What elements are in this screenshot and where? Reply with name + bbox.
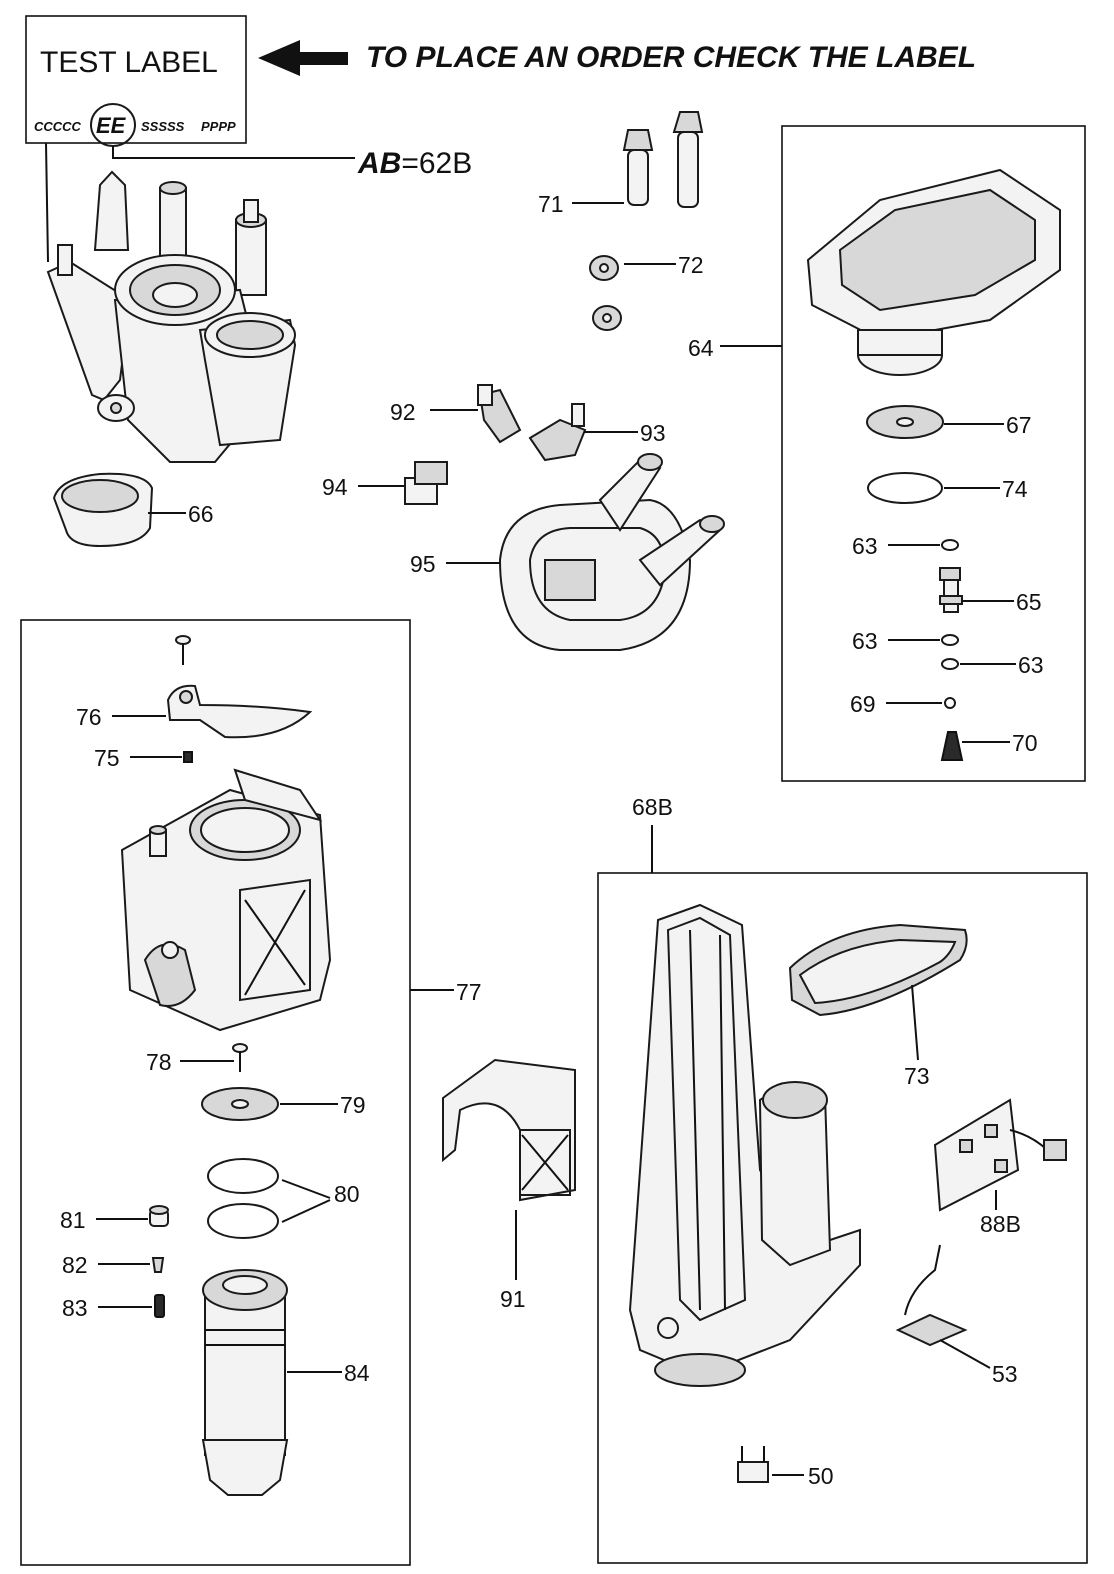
- callout-81: 81: [60, 1207, 86, 1233]
- label-frame: [25, 15, 247, 144]
- part-screw-top: [175, 635, 191, 665]
- test-label-box: TEST LABEL CCCCC EE SSSSS PPPP: [25, 15, 247, 147]
- callout-68B: 68B: [632, 794, 673, 820]
- part-83-spring: [154, 1294, 165, 1318]
- part-75-pin: [183, 751, 193, 763]
- part-66-seal: [52, 472, 154, 548]
- callout-71: 71: [538, 191, 564, 217]
- part-64-cover: [806, 168, 1061, 376]
- part-67-filter: [866, 405, 944, 439]
- group-64-frame: [781, 125, 1086, 782]
- part-82-nozzle: [151, 1257, 165, 1273]
- part-88B-circuit-board: [933, 1098, 1067, 1212]
- part-79-filter-disc: [201, 1087, 279, 1121]
- callout-53: 53: [992, 1361, 1018, 1387]
- part-63-oring-a: [941, 539, 959, 551]
- part-93-switch: [528, 403, 587, 462]
- callout-70: 70: [1012, 730, 1038, 756]
- part-69-ball: [944, 697, 956, 709]
- label-code-right: PPPP: [201, 119, 236, 134]
- part-91-bracket: [442, 1058, 576, 1202]
- callout-67: 67: [1006, 412, 1032, 438]
- callout-64: 64: [688, 335, 714, 361]
- part-50-clip: [737, 1446, 769, 1483]
- callout-78: 78: [146, 1049, 172, 1075]
- label-code-mid: SSSSS: [141, 119, 185, 134]
- label-leader: [45, 142, 49, 263]
- callout-66: 66: [188, 501, 214, 527]
- part-63-oring-b: [941, 634, 959, 646]
- part-73-belt: [788, 923, 968, 1017]
- callout-79: 79: [340, 1092, 366, 1118]
- part-84-cylinder: [201, 1269, 289, 1496]
- callout-94: 94: [322, 474, 348, 500]
- callout-77: 77: [456, 979, 482, 1005]
- part-72-gears: [589, 255, 622, 331]
- brew-unit-assembly: [46, 170, 297, 463]
- callout-91: 91: [500, 1286, 526, 1312]
- part-65-valve: [939, 567, 963, 613]
- callout-75: 75: [94, 745, 120, 771]
- ab-leader: [112, 146, 355, 159]
- callout-50: 50: [808, 1463, 834, 1489]
- callout-72: 72: [678, 252, 704, 278]
- callout-82: 82: [62, 1252, 88, 1278]
- part-95-heater: [498, 453, 725, 651]
- callout-63-b: 63: [852, 628, 878, 654]
- part-71-sleeves: [622, 111, 704, 208]
- callout-95: 95: [410, 551, 436, 577]
- part-80-oring-a: [207, 1158, 279, 1194]
- callout-63-a: 63: [852, 533, 878, 559]
- callout-92: 92: [390, 399, 416, 425]
- callout-65: 65: [1016, 589, 1042, 615]
- callout-93: 93: [640, 420, 666, 446]
- callout-83: 83: [62, 1295, 88, 1321]
- part-78-screw: [232, 1043, 248, 1072]
- part-63-oring-c: [941, 658, 959, 670]
- part-81-cap: [149, 1205, 169, 1227]
- part-94-connector: [404, 461, 448, 505]
- label-code-circle: EE: [96, 113, 127, 138]
- part-80-oring-b: [207, 1203, 279, 1239]
- callout-76: 76: [76, 704, 102, 730]
- part-70-spring: [940, 731, 964, 761]
- callout-63-c: 63: [1018, 652, 1044, 678]
- callout-69: 69: [850, 691, 876, 717]
- callout-84: 84: [344, 1360, 370, 1386]
- group-77-frame: [20, 619, 411, 1566]
- label-code-left: CCCCC: [34, 119, 82, 134]
- left-arrow-icon: [258, 40, 348, 76]
- order-note: TO PLACE AN ORDER CHECK THE LABEL: [366, 41, 976, 74]
- callout-74: 74: [1002, 476, 1028, 502]
- group-68B-frame: [597, 872, 1088, 1564]
- part-92-switch: [477, 384, 522, 444]
- part-68B-drive-unit: [628, 903, 861, 1387]
- part-76-lever: [166, 684, 313, 739]
- label-title: TEST LABEL: [40, 46, 218, 79]
- part-74-oring: [867, 472, 943, 504]
- ab-note: AB=62B: [357, 147, 472, 180]
- part-77-brew-group: [120, 768, 332, 1032]
- callout-80: 80: [334, 1181, 360, 1207]
- callout-73: 73: [904, 1063, 930, 1089]
- callout-88B: 88B: [980, 1211, 1021, 1237]
- part-53-sensor: [895, 1244, 968, 1347]
